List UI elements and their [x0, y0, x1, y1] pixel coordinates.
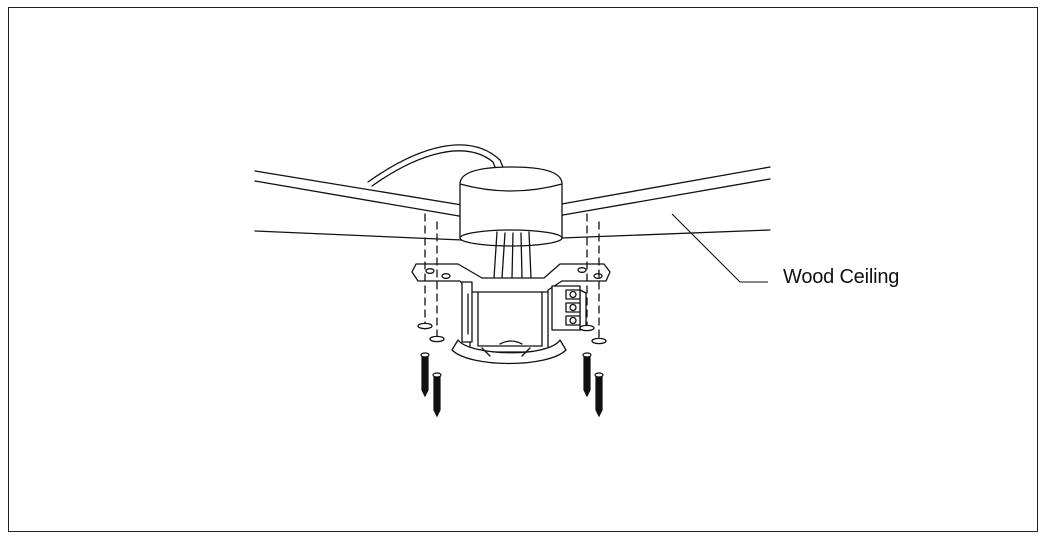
- screw-2: [432, 372, 442, 418]
- screw-guides: [424, 213, 600, 341]
- screw-1: [420, 352, 430, 398]
- ceiling-joist-right: [549, 166, 771, 239]
- wood-ceiling-label: Wood Ceiling: [783, 266, 900, 288]
- screw-3: [582, 352, 592, 398]
- terminal-block: [551, 285, 587, 331]
- wood-screws: [420, 352, 604, 418]
- junction-box: [459, 166, 563, 247]
- ceiling-joist-left: [254, 170, 475, 241]
- callout-leader: [671, 213, 768, 283]
- diagram-frame: [8, 7, 1038, 532]
- box-wires: [493, 231, 532, 279]
- mounting-bracket: [411, 263, 611, 365]
- supply-wire: [367, 144, 506, 183]
- screw-4: [594, 372, 604, 418]
- washers: [417, 322, 607, 345]
